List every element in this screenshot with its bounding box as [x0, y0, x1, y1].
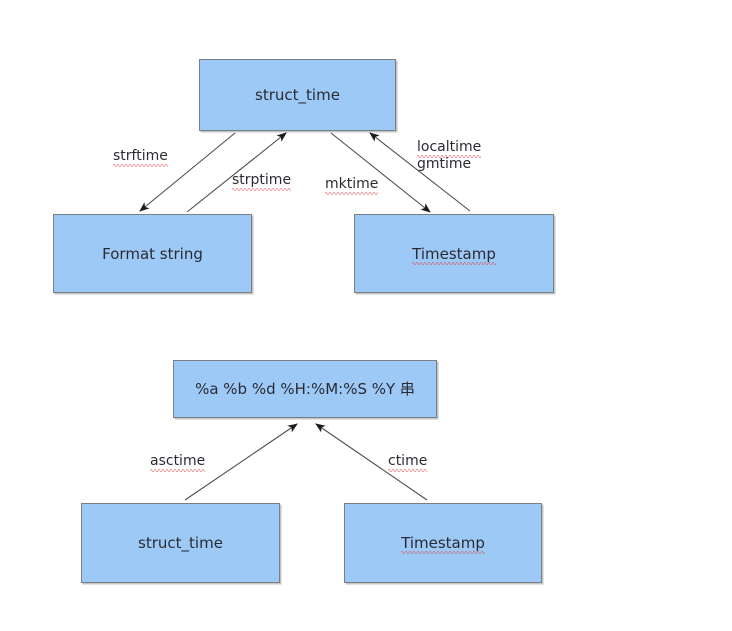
edge-label-asctime: asctime	[150, 453, 206, 471]
edge-label-text: localtime	[417, 139, 482, 157]
edge-label-text: gmtime	[417, 155, 472, 172]
edge-line-mktime	[330, 132, 431, 213]
edge-line-strftime	[139, 132, 236, 212]
node-label: struct_time	[138, 534, 223, 552]
node-label: Timestamp	[401, 534, 485, 554]
edge-label-text: strptime	[232, 172, 292, 190]
node-format-string[interactable]: Format string	[53, 214, 252, 293]
edge-label-text: strftime	[113, 148, 168, 166]
edge-label-line-gmtime: gmtime	[417, 156, 481, 173]
node-label: struct_time	[255, 86, 340, 104]
edge-label-line-localtime: localtime	[417, 139, 482, 157]
node-format-pattern[interactable]: %a %b %d %H:%M:%S %Y 串	[173, 360, 437, 418]
node-struct-time-top[interactable]: struct_time	[199, 59, 396, 131]
edge-label-text: ctime	[388, 453, 428, 471]
node-label: %a %b %d %H:%M:%S %Y 串	[195, 380, 415, 398]
node-label: Format string	[102, 244, 203, 263]
edge-label-text: mktime	[325, 176, 379, 194]
node-timestamp-top[interactable]: Timestamp	[354, 214, 554, 293]
edge-label-strptime: strptime	[232, 172, 292, 190]
edge-label-mktime: mktime	[325, 176, 379, 194]
node-struct-time-bottom[interactable]: struct_time	[81, 503, 280, 583]
edge-label-localtime-gmtime: localtime gmtime	[417, 139, 482, 173]
node-timestamp-bottom[interactable]: Timestamp	[344, 503, 542, 583]
edge-label-ctime: ctime	[388, 453, 428, 471]
edge-label-strftime: strftime	[113, 148, 168, 166]
edge-label-text: asctime	[150, 453, 206, 471]
node-label: Timestamp	[412, 244, 496, 265]
